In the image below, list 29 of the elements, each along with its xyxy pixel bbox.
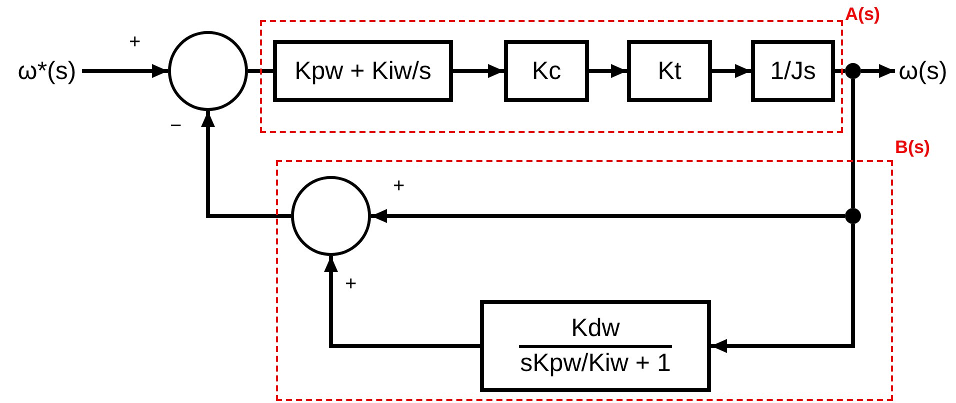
signal-arrow: [201, 111, 291, 218]
sign-label: +: [345, 274, 357, 294]
signal-arrow: [589, 64, 627, 78]
signal-label: ω(s): [895, 57, 951, 85]
signal-arrow: [711, 224, 855, 353]
signal-arrow: [453, 64, 504, 78]
signal-label: ω*(s): [12, 57, 82, 85]
transfer-block: Kc: [504, 40, 589, 102]
signal-arrow: [371, 209, 845, 223]
sign-label: +: [393, 176, 405, 196]
transfer-block: [480, 300, 711, 392]
transfer-block: Kpw + Kiw/s: [273, 40, 453, 102]
group-heading: B(s): [895, 137, 930, 158]
group-heading: A(s): [845, 4, 880, 25]
fraction-numerator: Kdw: [519, 315, 672, 348]
junction-dot: [845, 63, 861, 79]
signal-arrow: [82, 64, 168, 78]
signal-line: [248, 69, 273, 73]
fraction-denominator: sKpw/Kiw + 1: [520, 348, 671, 377]
transfer-block: 1/Js: [751, 40, 835, 102]
sign-label: +: [129, 32, 141, 52]
signal-line: [851, 79, 855, 208]
signal-arrow: [861, 64, 895, 78]
sign-label: −: [170, 116, 182, 136]
signal-arrow: [712, 64, 751, 78]
transfer-block: Kt: [627, 40, 712, 102]
signal-line: [835, 69, 845, 73]
junction-dot: [845, 208, 861, 224]
signal-arrow: [324, 256, 480, 348]
